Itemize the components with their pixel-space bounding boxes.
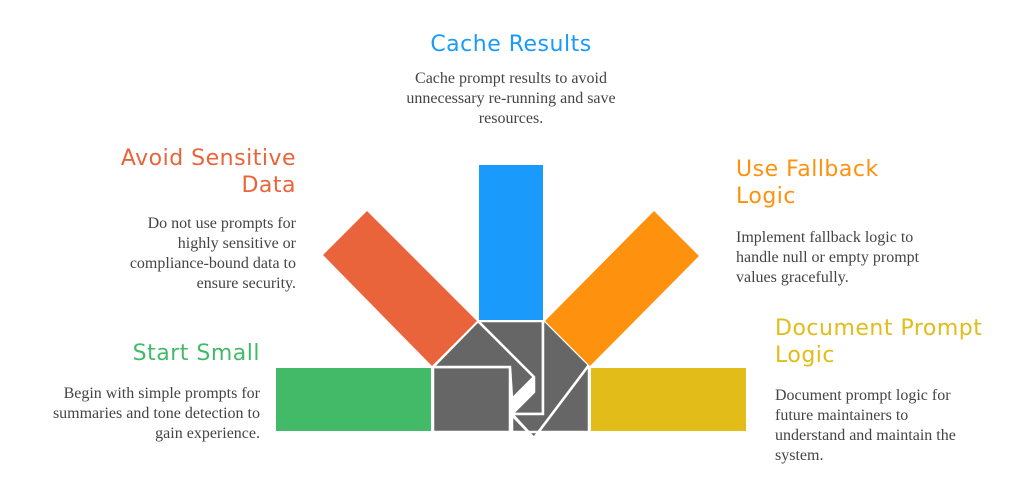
bar-document-prompt-logic <box>591 368 746 431</box>
center-hub <box>430 319 591 440</box>
title-cache-results: Cache Results <box>430 32 592 57</box>
hub-piece-lower-left <box>431 365 512 434</box>
desc-cache-results: Cache prompt results to avoid unnecessar… <box>406 70 616 127</box>
title-document-prompt-logic: Document Prompt Logic <box>775 316 983 368</box>
hub-piece-lower-right <box>510 361 591 440</box>
desc-document-prompt-logic: Document prompt logic for future maintai… <box>775 387 956 464</box>
bar-avoid-sensitive-data <box>323 211 477 366</box>
bar-start-small <box>276 368 431 431</box>
title-start-small: Start Small <box>132 341 260 366</box>
desc-use-fallback-logic: Implement fallback logic to handle null … <box>736 229 920 286</box>
title-use-fallback-logic: Use Fallback Logic <box>736 157 879 209</box>
title-avoid-sensitive-data: Avoid Sensitive Data <box>120 146 296 198</box>
desc-start-small: Begin with simple prompts for summaries … <box>52 385 260 442</box>
bar-cache-results <box>479 165 543 320</box>
bar-use-fallback-logic <box>545 211 699 366</box>
desc-avoid-sensitive-data: Do not use prompts for highly sensitive … <box>129 215 296 292</box>
